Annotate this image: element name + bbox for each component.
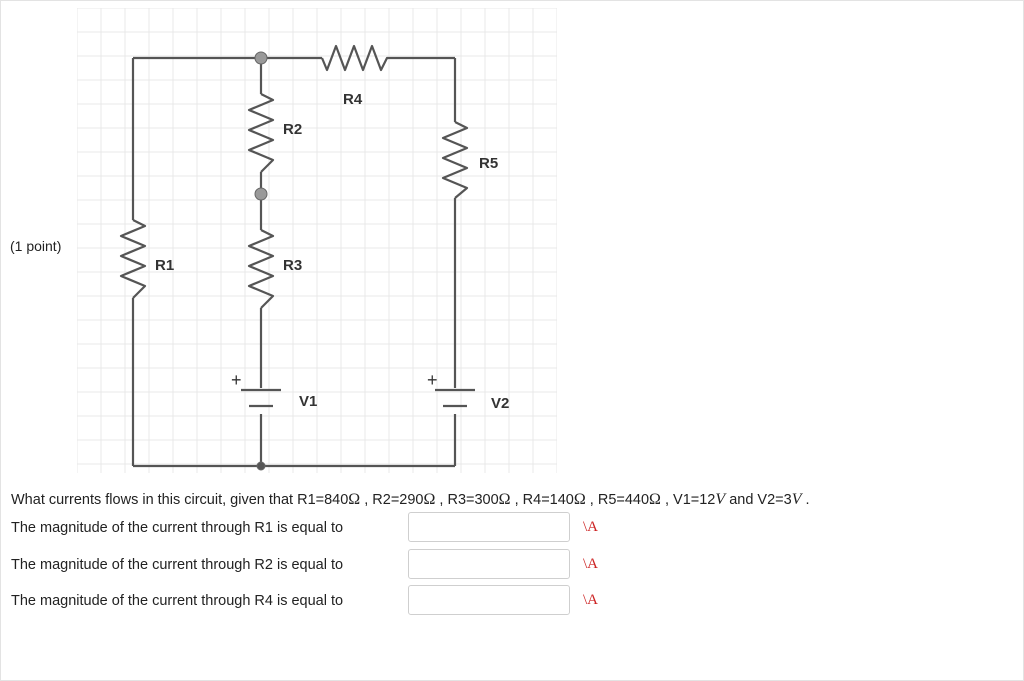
- label-r5: R5: [479, 155, 498, 172]
- node-top: [254, 51, 268, 65]
- answer-input-r2[interactable]: [408, 549, 570, 579]
- question-text: What currents flows in this circuit, giv…: [11, 491, 810, 508]
- resistor-r5: [441, 121, 469, 199]
- label-r1: R1: [155, 257, 174, 274]
- unit-ohm: Ω: [498, 491, 511, 508]
- points-label: (1 point): [10, 238, 62, 254]
- value-v2: V2=3: [757, 492, 792, 508]
- value-r2: R2=290: [372, 492, 424, 508]
- answer-unit-r1: \A: [583, 519, 598, 535]
- label-r4: R4: [343, 91, 363, 108]
- unit-ohm: Ω: [573, 491, 586, 508]
- resistor-r2: [247, 93, 275, 173]
- node-middle: [254, 187, 268, 201]
- answer-label-r2: The magnitude of the current through R2 …: [11, 557, 344, 573]
- answer-label-r1: The magnitude of the current through R1 …: [11, 520, 344, 536]
- plus-sign-v2: +: [427, 370, 438, 390]
- grid: [77, 8, 557, 473]
- plus-sign-v1: +: [231, 370, 242, 390]
- answer-row-r1: The magnitude of the current through R1 …: [11, 512, 631, 546]
- resistor-r1: [119, 219, 147, 299]
- question-end: .: [805, 492, 810, 508]
- value-r5: R5=440: [597, 492, 650, 508]
- unit-ohm: Ω: [348, 491, 361, 508]
- nodes: [254, 51, 268, 471]
- unit-volt: V: [715, 491, 726, 508]
- label-v1: V1: [299, 393, 317, 410]
- answer-unit-r4: \A: [583, 592, 598, 608]
- unit-volt: V: [791, 491, 802, 508]
- answer-input-r4[interactable]: [408, 585, 570, 615]
- label-r3: R3: [283, 257, 302, 274]
- answer-unit-r2: \A: [583, 556, 598, 572]
- value-v1: V1=12: [673, 492, 716, 508]
- label-v2: V2: [491, 395, 509, 412]
- node-bottom: [256, 461, 266, 471]
- value-r3: R3=300: [447, 492, 499, 508]
- resistor-r4: [320, 44, 455, 72]
- resistor-r3: [247, 229, 275, 309]
- unit-ohm: Ω: [649, 491, 661, 508]
- question-intro: What currents flows in this circuit, giv…: [11, 492, 294, 508]
- question-and: and: [729, 492, 754, 508]
- answer-row-r4: The magnitude of the current through R4 …: [11, 585, 631, 619]
- value-r1: R1=840: [297, 492, 349, 508]
- answer-label-r4: The magnitude of the current through R4 …: [11, 593, 344, 609]
- unit-ohm: Ω: [423, 491, 436, 508]
- label-r2: R2: [283, 121, 302, 138]
- wires: [119, 44, 475, 468]
- circuit-diagram: R4 R2 R5 R1 R3 V1 V2 + +: [77, 8, 557, 473]
- answer-row-r2: The magnitude of the current through R2 …: [11, 549, 631, 583]
- value-r4: R4=140: [522, 492, 574, 508]
- answer-input-r1[interactable]: [408, 512, 570, 542]
